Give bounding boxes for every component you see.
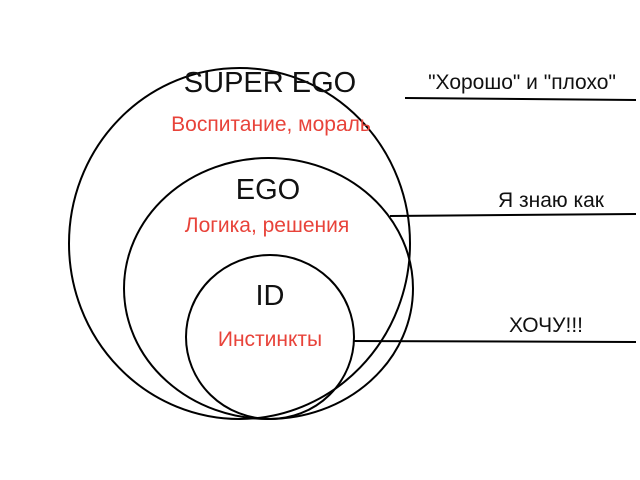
superego-title: SUPER EGO [184, 67, 356, 99]
ego-pointer-line [389, 213, 637, 217]
id-subtitle: Инстинкты [218, 328, 322, 351]
ego-side-label: Я знаю как [498, 189, 605, 212]
id-pointer-line [352, 340, 637, 343]
superego-subtitle: Воспитание, мораль [171, 113, 371, 136]
id-title: ID [256, 280, 285, 312]
superego-circle [68, 67, 411, 420]
ego-subtitle: Логика, решения [185, 214, 349, 237]
superego-side-label: "Хорошо" и "плохо" [428, 71, 616, 94]
id-circle [185, 254, 355, 420]
id-side-label: ХОЧУ!!! [509, 314, 583, 337]
ego-title: EGO [236, 174, 300, 206]
superego-pointer-line [404, 97, 637, 101]
